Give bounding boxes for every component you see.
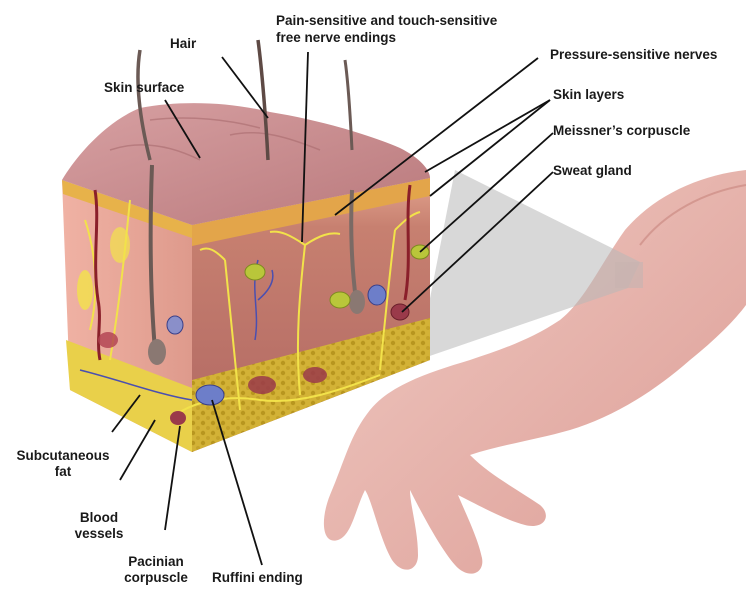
label-subcutaneous-fat-line2: fat bbox=[8, 464, 118, 480]
label-blood-vessels-line2: vessels bbox=[64, 526, 134, 542]
label-sweat-gland: Sweat gland bbox=[553, 163, 632, 179]
label-pacinian-corpuscle: Pacinian corpuscle bbox=[116, 554, 196, 586]
label-skin-layers: Skin layers bbox=[553, 87, 624, 103]
zoom-origin-patch bbox=[615, 262, 643, 288]
label-skin-surface: Skin surface bbox=[104, 80, 184, 96]
label-hair: Hair bbox=[170, 36, 196, 52]
label-blood-vessels: Blood vessels bbox=[64, 510, 134, 542]
label-pressure-sensitive-nerves: Pressure-sensitive nerves bbox=[550, 47, 717, 63]
label-pacinian-corpuscle-line1: Pacinian bbox=[116, 554, 196, 570]
label-meissners-corpuscle: Meissner’s corpuscle bbox=[553, 123, 690, 139]
label-subcutaneous-fat-line1: Subcutaneous bbox=[8, 448, 118, 464]
label-free-nerve-endings-line1: Pain-sensitive and touch-sensitive bbox=[276, 13, 497, 29]
sweat-gland bbox=[391, 304, 409, 320]
pacinian-corpuscle bbox=[196, 385, 224, 405]
label-ruffini-ending: Ruffini ending bbox=[212, 570, 303, 586]
label-pacinian-corpuscle-line2: corpuscle bbox=[116, 570, 196, 586]
label-free-nerve-endings-line2: free nerve endings bbox=[276, 30, 396, 46]
label-subcutaneous-fat: Subcutaneous fat bbox=[8, 448, 118, 480]
label-blood-vessels-line1: Blood bbox=[64, 510, 134, 526]
skin-block bbox=[62, 40, 430, 452]
